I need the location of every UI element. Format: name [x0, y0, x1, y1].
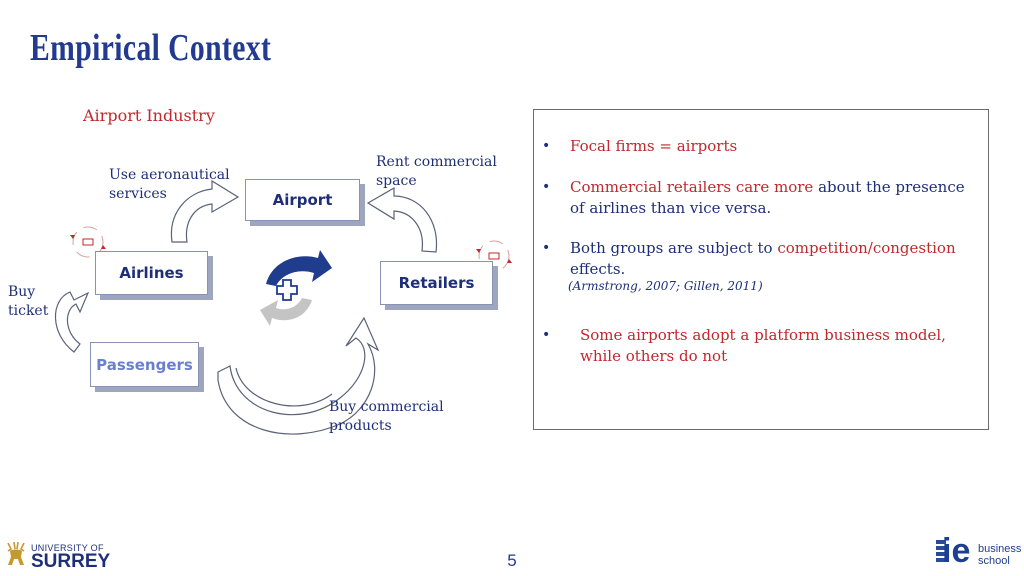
caption-line: Buy — [8, 284, 36, 300]
section-label: Airport Industry — [83, 106, 215, 125]
stag-icon — [7, 541, 25, 565]
caption-line: Use aeronautical — [109, 167, 230, 183]
bullet-highlight: Commercial retailers care more — [570, 178, 814, 196]
ie-logo-stripes — [936, 540, 946, 570]
caption-use-aeronautical-services: Use aeronautical services — [109, 166, 230, 204]
bullet-text: Some airports adopt a platform business … — [580, 326, 946, 365]
node-airlines: Airlines — [95, 251, 208, 295]
bullet-marker: • — [542, 327, 551, 343]
money-cycle-icon — [70, 226, 106, 258]
surrey-logo-line1: UNIVERSITY OF — [31, 543, 104, 553]
money-cycle-icon — [476, 240, 512, 272]
first-aid-cross-icon — [276, 279, 298, 301]
diagram-arrows — [54, 179, 512, 435]
bullet-start: Both groups are subject to — [570, 239, 778, 257]
caption-line: ticket — [8, 303, 49, 319]
citation: (Armstrong, 2007; Gillen, 2011) — [568, 279, 763, 293]
surrey-logo: UNIVERSITY OF SURREY — [4, 541, 111, 572]
caption-buy-ticket: Buy ticket — [8, 283, 48, 321]
node-retailers: Retailers — [380, 261, 493, 305]
bullet-text-box: • Focal firms = airports • Commercial re… — [533, 109, 989, 430]
surrey-logo-line2: SURREY — [31, 551, 111, 572]
ie-logo-line1: business — [978, 543, 1022, 555]
bullet-end: effects. — [570, 260, 626, 278]
bullet-text: Focal firms = airports — [570, 137, 738, 155]
ie-logo-mark: ie — [942, 532, 971, 570]
caption-rent-commercial-space: Rent commercial space — [376, 153, 497, 191]
curved-arrow-icon — [366, 186, 438, 253]
caption-line: Rent commercial — [376, 154, 497, 170]
bullet-highlight: competition/congestion — [777, 239, 956, 257]
slide-title: Empirical Context — [30, 27, 272, 69]
bullet-text: Commercial retailers care more about the… — [570, 177, 980, 219]
caption-line: space — [376, 173, 417, 189]
bullet-marker: • — [542, 179, 551, 195]
page-number: 5 — [507, 551, 517, 570]
node-passengers: Passengers — [90, 342, 199, 387]
curved-arrow-icon — [217, 316, 380, 435]
ie-logo-text: business school — [978, 543, 1021, 567]
node-airport: Airport — [245, 179, 360, 221]
bullet-marker: • — [542, 138, 551, 154]
curved-arrow-icon — [170, 179, 240, 243]
ie-business-school-logo: ie business school — [936, 532, 1021, 572]
bullet-marker: • — [542, 240, 551, 256]
caption-line: Buy commercial — [329, 399, 444, 415]
bullet-rest: about the presence of airlines than vice… — [570, 178, 965, 217]
curved-arrow-icon — [54, 291, 90, 353]
caption-line: products — [329, 418, 392, 434]
circular-arrow-icon — [260, 250, 332, 326]
caption-buy-commercial-products: Buy commercial products — [329, 398, 444, 436]
ie-logo-line2: school — [978, 555, 1010, 567]
bullet-text: Both groups are subject to competition/c… — [570, 238, 980, 280]
caption-line: services — [109, 186, 167, 202]
